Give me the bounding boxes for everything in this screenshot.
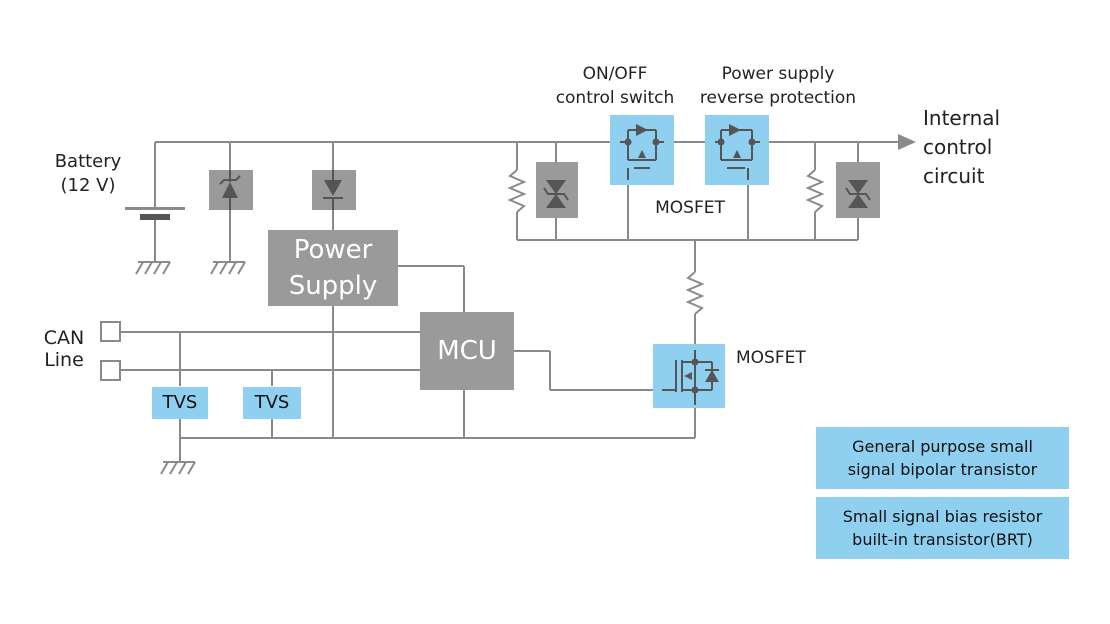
battery-label-line1: Battery <box>54 151 122 172</box>
mosfet-label-bottom: MOSFET <box>736 348 806 368</box>
legend-bipolar-line1: General purpose small <box>852 437 1033 456</box>
onoff-switch-label: ON/OFF control switch <box>540 62 690 110</box>
internal-control-circuit-label: Internal control circuit <box>923 104 1043 191</box>
power-supply-label-line2: Supply <box>288 271 378 301</box>
onoff-label-line1: ON/OFF <box>582 64 648 84</box>
power-supply-label-line1: Power <box>293 235 373 265</box>
reverse-label-line2: reverse protection <box>699 88 857 108</box>
battery-label-line2: (12 V) <box>60 175 116 196</box>
internal-label-line3: circuit <box>923 164 985 188</box>
mosfet-label-top: MOSFET <box>655 198 725 218</box>
can-terminal-2 <box>100 360 121 381</box>
battery-label: Battery (12 V) <box>48 150 128 198</box>
onoff-label-line2: control switch <box>555 88 675 108</box>
can-label-line2: Line <box>44 349 84 371</box>
reverse-protection-label: Power supply reverse protection <box>690 62 866 110</box>
legend-brt-line1: Small signal bias resistor <box>842 507 1043 526</box>
power-supply-block <box>268 230 398 306</box>
mcu-block <box>420 312 514 390</box>
internal-label-line2: control <box>923 135 993 159</box>
diode-block <box>312 170 356 210</box>
can-label-line1: CAN <box>43 327 85 349</box>
legend-brt-line2: built-in transistor(BRT) <box>852 530 1033 549</box>
tvs-block-right <box>836 162 880 218</box>
onoff-mosfet <box>610 115 674 185</box>
legend-bipolar-line2: signal bipolar transistor <box>847 460 1038 479</box>
can-terminal-1 <box>100 321 121 342</box>
lower-mosfet <box>653 344 725 408</box>
legend-box-bipolar: General purpose small signal bipolar tra… <box>816 427 1069 489</box>
tvs-badge-2: TVS <box>243 387 301 419</box>
tvs-block-left <box>536 162 578 218</box>
reverse-protection-mosfet <box>705 115 769 185</box>
legend-box-brt: Small signal bias resistor built-in tran… <box>816 497 1069 559</box>
internal-label-line1: Internal <box>923 106 1001 130</box>
arrow-head <box>898 134 916 150</box>
zener-diode-block <box>209 170 253 210</box>
power-supply-label: Power Supply <box>268 232 398 304</box>
reverse-label-line1: Power supply <box>721 64 835 84</box>
mcu-label: MCU <box>437 336 497 366</box>
can-line-label: CAN Line <box>34 327 94 371</box>
tvs-badge-1: TVS <box>152 387 208 419</box>
